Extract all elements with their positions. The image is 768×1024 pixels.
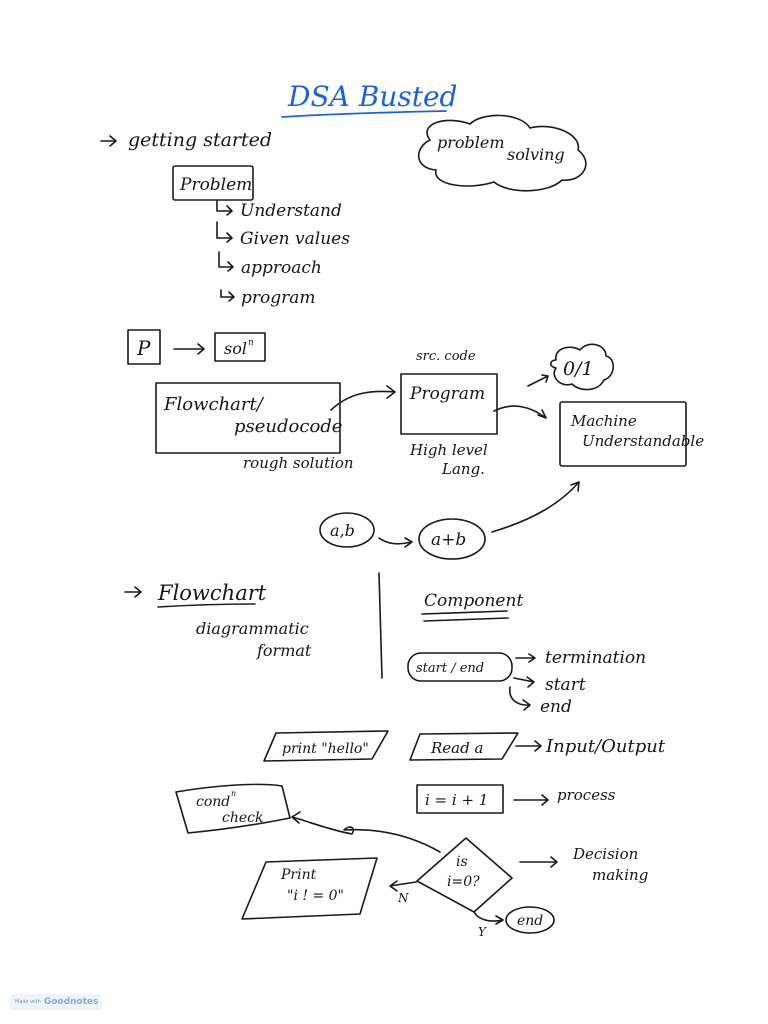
- component-heading: Component: [424, 591, 523, 611]
- print-hello-text: print "hello": [282, 741, 369, 757]
- is-text: is: [456, 854, 468, 870]
- decision-text: Decision: [572, 845, 638, 863]
- arrow-icon: [513, 794, 549, 806]
- curved-arrow-icon: [330, 385, 396, 411]
- termination-text: termination: [545, 648, 646, 668]
- check-text: check: [222, 810, 263, 826]
- print-condition-text: "i ! = 0": [287, 888, 344, 904]
- soln-label: sol: [224, 339, 247, 358]
- getting-started-heading: getting started: [128, 129, 272, 151]
- binary-text: 0/1: [563, 358, 594, 380]
- soln-box: [214, 332, 266, 362]
- print-hello-parallelogram: [263, 730, 389, 762]
- high-level-text: High level: [409, 441, 488, 459]
- flowchart-text: Flowchart/: [163, 394, 265, 415]
- step-approach: approach: [241, 258, 322, 278]
- curved-arrow-icon: [508, 686, 531, 711]
- print-text: Print: [280, 867, 317, 883]
- p-box: [127, 329, 161, 365]
- p-label: P: [136, 336, 151, 360]
- sub-arrow-icon: [216, 200, 233, 216]
- src-code-text: src. code: [416, 349, 476, 364]
- machine-text: Machine: [570, 412, 637, 430]
- read-a-text: Read a: [430, 739, 483, 757]
- arrow-icon: [515, 740, 542, 752]
- rough-solution-text: rough solution: [243, 454, 354, 472]
- sub-arrow-icon: [216, 221, 233, 243]
- goodnotes-brand-text: Goodnotes: [43, 997, 99, 1007]
- ab-left-text: a,b: [330, 521, 355, 540]
- yes-label: Y: [478, 925, 487, 939]
- cond-text: cond: [196, 794, 230, 810]
- component-double-underline: [421, 610, 509, 622]
- lang-text: Lang.: [441, 460, 485, 478]
- cloud-shape: [417, 114, 587, 192]
- curved-arrow-icon: [493, 405, 547, 419]
- loop-back-arrow: [291, 811, 441, 853]
- curved-arrow-icon: [491, 481, 580, 533]
- arrow-icon: [124, 586, 142, 598]
- made-with-text: Made with: [15, 999, 41, 1005]
- sum-ellipse: [418, 518, 486, 560]
- program-box: [400, 373, 498, 435]
- no-branch-arrow: [389, 880, 417, 892]
- input-output-text: Input/Output: [545, 736, 666, 757]
- arrow-icon: [515, 653, 536, 663]
- arrow-icon: [513, 676, 535, 688]
- soln-superscript: n: [248, 338, 254, 348]
- read-parallelogram: [409, 732, 519, 761]
- ab-right-text: a+b: [431, 530, 466, 550]
- flowchart-heading: Flowchart: [157, 581, 267, 605]
- page-title: DSA Busted: [287, 80, 457, 113]
- no-label: N: [397, 891, 409, 905]
- arrow-icon: [100, 135, 117, 147]
- condition-check-card: [175, 783, 291, 834]
- arrow-icon: [527, 374, 549, 387]
- making-text: making: [592, 866, 648, 884]
- diagrammatic-text: diagrammatic: [196, 619, 309, 638]
- end-oval: [505, 906, 555, 934]
- terminator-shape: [407, 652, 513, 682]
- step-understand: Understand: [240, 201, 342, 221]
- step-given-values: Given values: [240, 229, 350, 249]
- cloud-solving-text: solving: [507, 145, 565, 164]
- sub-arrow-icon: [220, 289, 235, 302]
- understandable-text: Understandable: [582, 432, 704, 450]
- pseudocode-text: pseudocode: [234, 416, 342, 437]
- print-parallelogram: [241, 857, 378, 920]
- format-text: format: [256, 641, 312, 660]
- start-text: start: [545, 675, 586, 695]
- end-text: end: [540, 697, 572, 717]
- title-underline: [281, 110, 447, 118]
- cond-superscript: n: [231, 789, 236, 798]
- sub-arrow-icon: [218, 251, 234, 272]
- process-box: [416, 784, 504, 814]
- arrow-icon: [378, 537, 413, 548]
- program-text: Program: [409, 384, 485, 404]
- machine-box: [559, 401, 687, 467]
- flowchart-pseudocode-box: [155, 382, 341, 454]
- process-text: process: [557, 786, 616, 804]
- arrow-icon: [519, 856, 558, 868]
- i-equals-zero-text: i=0?: [447, 874, 480, 890]
- start-end-text: start / end: [416, 661, 484, 676]
- end-oval-text: end: [517, 913, 543, 929]
- section-divider: [378, 572, 383, 679]
- binary-cloud-shape: [549, 343, 615, 391]
- arrow-icon: [173, 343, 205, 355]
- goodnotes-badge: Made with Goodnotes: [10, 994, 102, 1010]
- heading-underline: [157, 603, 256, 608]
- yes-branch-arrow: [473, 911, 504, 925]
- cloud-problem-text: problem: [437, 133, 505, 152]
- input-ellipse: [319, 512, 375, 548]
- problem-label: Problem: [179, 175, 252, 195]
- process-box-text: i = i + 1: [425, 791, 488, 809]
- step-program: program: [241, 288, 316, 308]
- problem-box: [172, 165, 254, 201]
